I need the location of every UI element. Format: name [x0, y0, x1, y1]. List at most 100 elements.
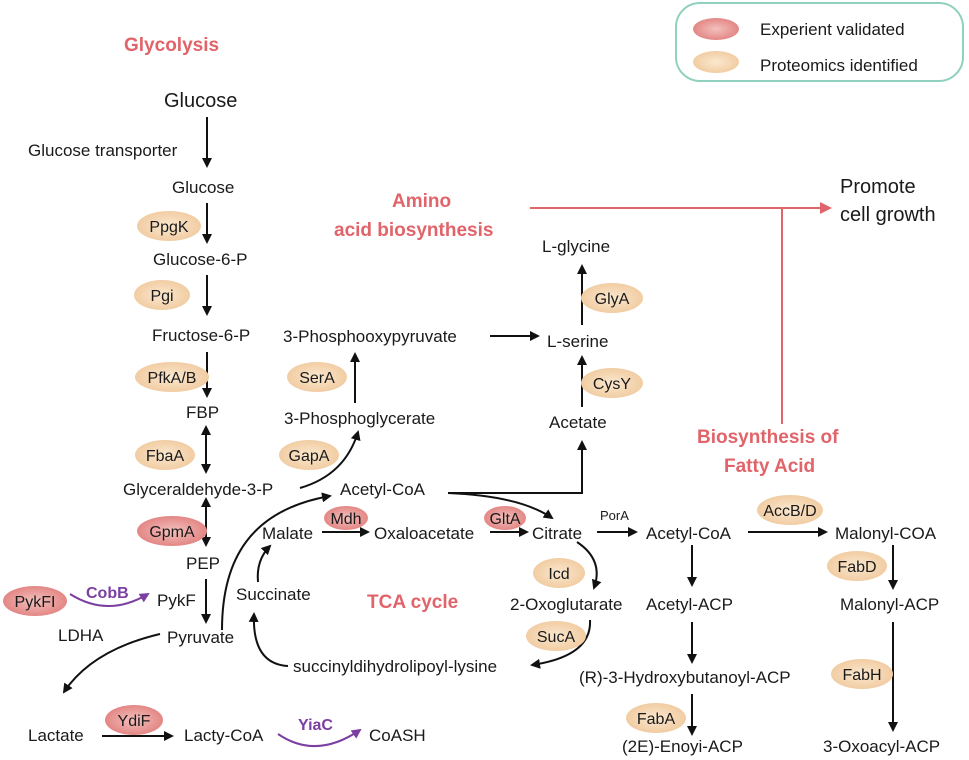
enzyme-fabd — [827, 551, 887, 581]
arrow-g3p-phosphoglycerate — [299, 430, 361, 489]
metabolite-g3p: Glyceraldehyde-3-P — [123, 480, 273, 499]
section-amino-acid-line1: Amino — [392, 191, 451, 212]
metabolite-succinate: Succinate — [236, 585, 311, 604]
enzyme-fbaa — [135, 440, 195, 470]
arrow-pyruvate-acetylcoa — [221, 492, 332, 631]
legend-experiment-swatch — [693, 18, 739, 40]
enzyme-suca — [526, 621, 586, 651]
enzyme-icd — [533, 558, 585, 588]
metabolite-lglycine: L-glycine — [542, 237, 610, 256]
label-pora: PorA — [600, 508, 629, 523]
section-fatty-acid-line1: Biosynthesis of — [697, 427, 839, 448]
metabolite-oxaloacetate: Oxaloacetate — [374, 524, 474, 543]
arrow-yiac — [277, 728, 362, 747]
enzyme-suca-label: SucA — [537, 629, 576, 646]
metabolite-malate: Malate — [262, 524, 313, 543]
arrow-succinate-malate — [256, 544, 272, 583]
arrow-citrate-oxoglutarate — [576, 541, 602, 590]
enzyme-ydif — [105, 705, 163, 735]
enzyme-gpma — [137, 516, 207, 546]
metabolite-hydroxy: (R)-3-Hydroxybutanoyl-ACP — [579, 668, 791, 687]
metabolite-oxoacyl: 3-Oxoacyl-ACP — [823, 737, 940, 756]
metabolite-glucose-top: Glucose — [164, 90, 237, 112]
metabolite-citrate: Citrate — [532, 524, 582, 543]
section-glycolysis: Glycolysis — [124, 35, 219, 56]
enzyme-mdh — [324, 506, 368, 530]
legend: Experient validated Proteomics identifie… — [675, 2, 964, 82]
arrow-acetylcoa-citrate — [447, 492, 554, 520]
label-ldha: LDHA — [58, 626, 104, 645]
metabolite-g6p: Glucose-6-P — [153, 250, 247, 269]
enzyme-cysy — [581, 368, 643, 398]
enzyme-glta — [484, 506, 526, 530]
enzyme-mdh-label: Mdh — [330, 511, 361, 528]
enzyme-fabd-label: FabD — [837, 559, 876, 576]
metabolite-acetylcoa-2: Acetyl-CoA — [646, 524, 732, 543]
enzyme-pfka-label: PfkA/B — [148, 370, 197, 387]
enzyme-pykfi — [3, 586, 67, 616]
enzyme-cobb-label: CobB — [86, 585, 129, 602]
legend-proteomics-swatch — [693, 51, 739, 73]
metabolite-lactycoa: Lacty-CoA — [184, 726, 264, 745]
metabolite-pep: PEP — [186, 554, 220, 573]
arrow-succinyl-succinate — [248, 612, 289, 667]
enzyme-ppgk-label: PpgK — [149, 219, 188, 236]
enzyme-icd-label: Icd — [548, 566, 569, 583]
metabolite-fbp: FBP — [186, 403, 219, 422]
enzyme-accbd-label: AccB/D — [763, 503, 816, 520]
metabolite-malonylacp: Malonyl-ACP — [840, 595, 939, 614]
section-fatty-acid-line2: Fatty Acid — [724, 456, 815, 477]
metabolite-lserine: L-serine — [547, 332, 608, 351]
metabolite-acetylcoa-1: Acetyl-CoA — [340, 480, 426, 499]
metabolite-oxoglutarate: 2-Oxoglutarate — [510, 595, 622, 614]
enzyme-accbd — [757, 495, 823, 525]
legend-experiment-label: Experient validated — [760, 20, 905, 39]
outcome-line2: cell growth — [840, 204, 936, 226]
metabolite-acetate: Acetate — [549, 413, 607, 432]
legend-box — [675, 2, 964, 82]
section-amino-acid-line2: acid biosynthesis — [334, 220, 493, 241]
enzyme-cysy-label: CysY — [593, 376, 632, 393]
enzyme-fbaa-label: FbaA — [146, 448, 185, 465]
arrow-cobb — [69, 592, 150, 607]
arrow-oxoglutarate-succinyl — [530, 619, 592, 669]
enzyme-pfka — [135, 362, 209, 392]
legend-proteomics-label: Proteomics identified — [760, 56, 918, 75]
metabolite-phosphooxypyruvate: 3-Phosphooxypyruvate — [283, 327, 457, 346]
metabolite-pyruvate: Pyruvate — [167, 628, 234, 647]
outcome-line1: Promote — [840, 176, 916, 198]
enzyme-pykfi-label: PykFI — [15, 594, 56, 611]
section-tca-cycle: TCA cycle — [367, 592, 458, 613]
enzyme-pgi-label: Pgi — [150, 288, 173, 305]
metabolite-coash: CoASH — [369, 726, 426, 745]
metabolite-glucose: Glucose — [172, 178, 234, 197]
metabolite-f6p: Fructose-6-P — [152, 326, 250, 345]
metabolite-malonylcoa: Malonyl-COA — [835, 524, 937, 543]
metabolite-succinyl: succinyldihydrolipoyl-lysine — [293, 657, 497, 676]
enzyme-gapa — [279, 440, 339, 470]
arrow-acetylcoa-acetate — [448, 440, 587, 494]
glucose-transporter-label: Glucose transporter — [28, 141, 178, 160]
metabolite-phosphoglycerate: 3-Phosphoglycerate — [284, 409, 435, 428]
enzyme-gapa-label: GapA — [289, 448, 330, 465]
enzyme-yiac-label: YiaC — [298, 717, 333, 734]
enzyme-glya — [581, 283, 643, 313]
enzyme-glta-label: GltA — [489, 511, 520, 528]
metabolite-enoyi: (2E)-Enoyi-ACP — [622, 737, 743, 756]
metabolite-acetylacp: Acetyl-ACP — [646, 595, 733, 614]
enzyme-ppgk — [137, 211, 201, 241]
metabolite-lactate: Lactate — [28, 726, 84, 745]
enzyme-pgi — [134, 280, 190, 310]
enzyme-gpma-label: GpmA — [149, 524, 195, 541]
enzyme-sera-label: SerA — [299, 370, 335, 387]
enzyme-fabh-label: FabH — [842, 667, 881, 684]
enzyme-fabh — [831, 659, 893, 689]
enzyme-faba — [626, 703, 686, 733]
enzyme-sera — [287, 362, 347, 392]
enzyme-faba-label: FabA — [637, 711, 676, 728]
enzyme-glya-label: GlyA — [595, 291, 630, 308]
metabolite-pykf: PykF — [157, 591, 196, 610]
arrow-pyruvate-lactate — [62, 633, 161, 694]
enzyme-ydif-label: YdiF — [118, 713, 151, 730]
